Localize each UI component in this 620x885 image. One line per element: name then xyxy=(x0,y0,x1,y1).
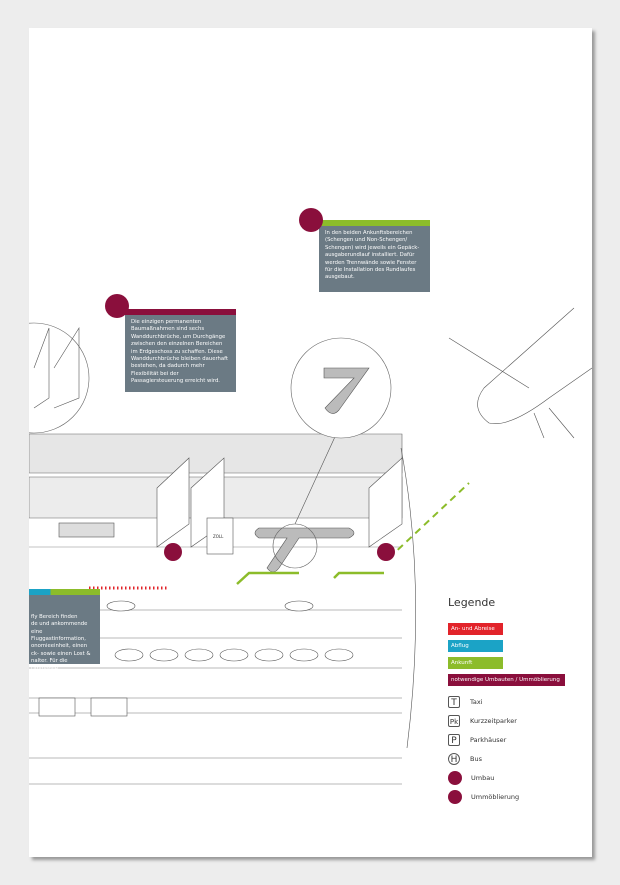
callout-arrival-text: In den beiden Ankunftsbereichen (Schenge… xyxy=(325,230,420,281)
callout-left: fly Bereich finden de und ankommende ein… xyxy=(29,589,100,686)
legend-label: Bus xyxy=(470,755,482,763)
legend-departure: Abflug xyxy=(448,640,503,652)
furniture-icon xyxy=(448,790,462,804)
cars xyxy=(106,600,354,662)
arrival-bar xyxy=(319,220,430,226)
bus-icon: H xyxy=(448,753,460,765)
legend-label: Parkhäuser xyxy=(470,736,507,744)
zoll-label: ZOLL xyxy=(213,534,224,539)
legend-travel: An- und Abreise xyxy=(448,623,503,635)
taxi-icon: T xyxy=(448,696,460,708)
legend-label: Kurzzeitparker xyxy=(470,717,517,725)
callout-walls-text: Die einzigen permanenten Baumaßnahmen si… xyxy=(131,319,229,385)
legend-short-term: Pk Kurzzeitparker xyxy=(448,714,588,728)
furniture-icon xyxy=(299,208,323,232)
short-term-parking-icon: Pk xyxy=(448,715,460,727)
legend-taxi: T Taxi xyxy=(448,695,588,709)
buses xyxy=(38,697,128,717)
legend-bus: H Bus xyxy=(448,752,588,766)
callout-arrival: In den beiden Ankunftsbereichen (Schenge… xyxy=(319,220,430,292)
drill-icon xyxy=(448,771,462,785)
legend-changes: notwendige Umbauten / Ummöblierung xyxy=(448,674,565,686)
parking-icon: P xyxy=(448,734,460,746)
terminal-illustration: ZOLL xyxy=(29,307,592,785)
legend: Legende An- und Abreise Abflug Ankunft n… xyxy=(448,596,588,809)
callout-walls: Die einzigen permanenten Baumaßnahmen si… xyxy=(125,309,236,392)
legend-arrival: Ankunft xyxy=(448,657,503,669)
drill-icon xyxy=(105,294,129,318)
legend-parking: P Parkhäuser xyxy=(448,733,588,747)
document-page: ZOLL In den beiden Ankunftsbereichen (Sc… xyxy=(29,28,592,857)
walls-bar xyxy=(125,309,236,315)
legend-label: Taxi xyxy=(470,698,483,706)
legend-refurnish: Ummöblierung xyxy=(448,790,588,804)
departure-arrival-bar xyxy=(29,589,100,595)
legend-label: Umbau xyxy=(471,774,495,782)
legend-title: Legende xyxy=(448,596,496,609)
callout-left-text: fly Bereich finden de und ankommende ein… xyxy=(31,613,91,687)
legend-rebuild: Umbau xyxy=(448,771,588,785)
legend-label: Ummöblierung xyxy=(471,793,520,801)
